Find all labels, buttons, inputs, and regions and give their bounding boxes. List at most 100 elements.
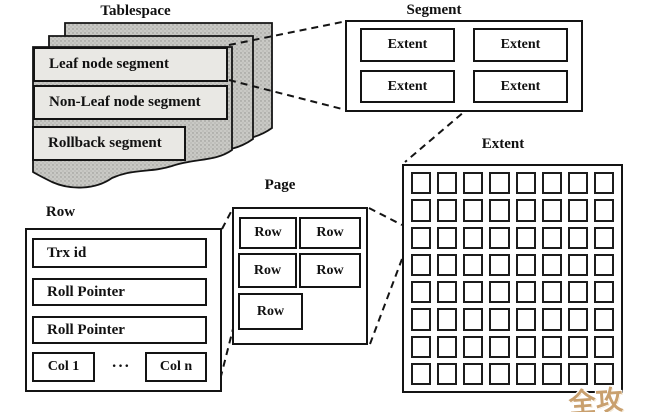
extent-grid [402,164,623,393]
page-cell [463,253,484,276]
watermark: 全攻略 [567,384,624,412]
page-cell [489,199,510,222]
page-row-cell: Row [239,217,297,249]
page-cell [567,253,588,276]
page-row-cell: Row [299,253,361,288]
page-cell [437,172,458,195]
page-cell [463,199,484,222]
page-cell [541,172,562,195]
page-cell [411,226,432,249]
page-cell [437,362,458,385]
page-cell [593,253,614,276]
page-cell [489,253,510,276]
page-cell [593,172,614,195]
connector-tablespace-segment-bottom [228,79,347,111]
page-cell [515,253,536,276]
page-cell [411,199,432,222]
segment-title: Segment [406,2,462,18]
page-cell [593,226,614,249]
page-cell [411,253,432,276]
page-cell [463,281,484,304]
page-cell [489,226,510,249]
page-cell [463,308,484,331]
extent-cell: Extent [360,70,455,103]
page-cell [463,335,484,358]
page-cell [489,335,510,358]
connector-page-extent-bottom [369,258,403,345]
page-cell [437,226,458,249]
connector-row-page-top [221,207,234,230]
rollback-segment-box: Rollback segment [32,126,186,161]
extent-cell: Extent [473,28,568,62]
page-cell [463,172,484,195]
page-cell [411,362,432,385]
page-cell [567,199,588,222]
roll-pointer-field: Roll Pointer [32,316,207,344]
row-box: Trx id Roll Pointer Roll Pointer Col 1 ·… [25,228,222,392]
non-leaf-node-segment-box: Non-Leaf node segment [33,85,228,120]
page-cell [411,281,432,304]
connector-row-page-bottom [219,324,235,381]
page-cell [541,362,562,385]
page-cell [541,335,562,358]
page-cell [515,308,536,331]
page-cell [437,281,458,304]
extent-cell: Extent [360,28,455,62]
page-cell [593,362,614,385]
roll-pointer-field: Roll Pointer [32,278,207,306]
page-cell [567,362,588,385]
page-cell [567,226,588,249]
page-cell [515,226,536,249]
connector-tablespace-segment-top [228,20,348,46]
page-row-cell: Row [299,217,361,249]
page-cell [489,308,510,331]
page-cell [515,335,536,358]
page-cell [567,308,588,331]
page-cell [567,172,588,195]
page-cell [463,362,484,385]
page-cell [541,253,562,276]
page-cell [515,281,536,304]
page-cell [489,172,510,195]
col-ellipsis: ··· [111,358,131,375]
col-first-box: Col 1 [32,352,95,382]
page-cell [593,335,614,358]
page-cell [515,172,536,195]
connectors [219,20,472,381]
extent-title: Extent [481,136,525,152]
page-cell [437,253,458,276]
page-cell [541,199,562,222]
page-cell [567,281,588,304]
trx-id-field: Trx id [32,238,207,268]
page-cell [489,281,510,304]
page-cell [593,199,614,222]
page-cell [489,362,510,385]
tablespace-title: Tablespace [100,3,171,19]
page-cell [411,172,432,195]
page-cell [437,308,458,331]
page-cell [437,199,458,222]
page-cell [411,335,432,358]
segment-box: Extent Extent Extent Extent [345,20,583,112]
page-cell [411,308,432,331]
page-cell [593,308,614,331]
row-title: Row [45,204,76,220]
page-cell [541,226,562,249]
page-row-cell: Row [238,253,297,288]
page-cell [541,308,562,331]
connector-segment-extent [404,105,472,163]
page-cell [593,281,614,304]
page-row-cell: Row [238,293,303,330]
page-title: Page [264,177,296,193]
col-last-box: Col n [145,352,207,382]
page-cell [463,226,484,249]
leaf-node-segment-box: Leaf node segment [33,47,228,82]
page-cell [437,335,458,358]
page-box: Row Row Row Row Row [232,207,368,345]
page-cell [515,362,536,385]
connector-page-extent-top [368,207,403,226]
page-cell [567,335,588,358]
page-cell [515,199,536,222]
page-cell [541,281,562,304]
